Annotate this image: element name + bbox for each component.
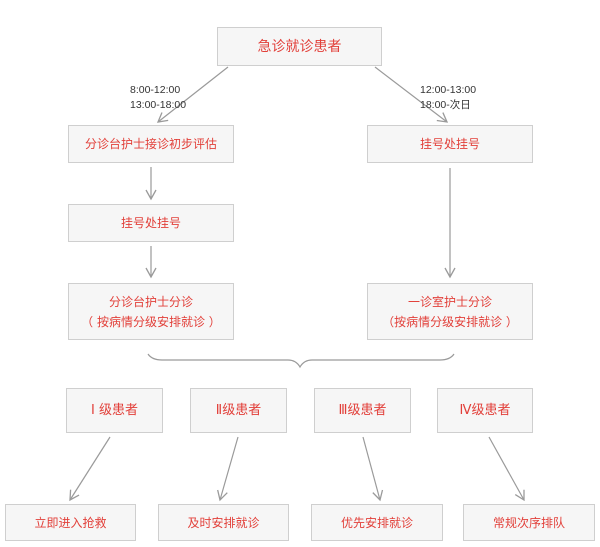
arrow-level4-to-action4 (488, 436, 525, 502)
action2-node: 及时安排就诊 (158, 504, 289, 541)
time-right-line2: 18:00-次日 (420, 99, 471, 111)
room-nurse-line2: （按病情分级安排就诊 ） (382, 314, 518, 329)
register-left-node: 挂号处挂号 (68, 204, 234, 242)
arrow-level1-to-action1 (69, 436, 111, 502)
time-right-line1: 12:00-13:00 (420, 84, 477, 96)
action1-label: 立即进入抢救 (34, 515, 107, 530)
time-label-left: 8:00-12:00 13:00-18:00 (130, 83, 186, 113)
register-right-node: 挂号处挂号 (367, 125, 533, 163)
arrow-start-to-triage (156, 66, 229, 123)
register-left-label: 挂号处挂号 (120, 216, 181, 230)
level4-label: Ⅳ级患者 (459, 402, 511, 418)
room-nurse-node: 一诊室护士分诊 （按病情分级安排就诊 ） (367, 283, 533, 340)
level3-node: Ⅲ级患者 (314, 388, 411, 433)
triage-nurse-node: 分诊台护士分诊 （ 按病情分级安排就诊 ） (68, 283, 234, 340)
level4-node: Ⅳ级患者 (437, 388, 533, 433)
action2-label: 及时安排就诊 (187, 515, 260, 530)
time-left-line2: 13:00-18:00 (130, 99, 187, 111)
level1-node: Ⅰ 级患者 (66, 388, 163, 433)
level2-label: Ⅱ级患者 (215, 402, 262, 418)
action4-node: 常规次序排队 (463, 504, 595, 541)
level2-node: Ⅱ级患者 (190, 388, 287, 433)
action3-label: 优先安排就诊 (340, 515, 413, 530)
merge-brace (147, 353, 455, 369)
triage-assess-node: 分诊台护士接诊初步评估 (68, 125, 234, 163)
arrow-level3-to-action3 (362, 436, 384, 502)
action4-label: 常规次序排队 (492, 515, 565, 530)
time-label-right: 12:00-13:00 18:00-次日 (420, 83, 476, 113)
start-node-label: 急诊就诊患者 (257, 38, 342, 55)
action1-node: 立即进入抢救 (5, 504, 136, 541)
time-left-line1: 8:00-12:00 (130, 84, 181, 96)
triage-assess-label: 分诊台护士接诊初步评估 (84, 137, 217, 151)
level3-label: Ⅲ级患者 (338, 402, 387, 418)
register-right-label: 挂号处挂号 (419, 137, 480, 151)
level1-label: Ⅰ 级患者 (91, 402, 138, 418)
start-node: 急诊就诊患者 (217, 27, 382, 66)
arrow-start-to-register-right (374, 66, 449, 123)
action3-node: 优先安排就诊 (311, 504, 443, 541)
triage-nurse-line2: （ 按病情分级安排就诊 ） (81, 314, 221, 329)
arrow-level2-to-action2 (217, 436, 239, 502)
triage-nurse-line1: 分诊台护士分诊 (108, 294, 193, 309)
room-nurse-line1: 一诊室护士分诊 (407, 294, 492, 309)
